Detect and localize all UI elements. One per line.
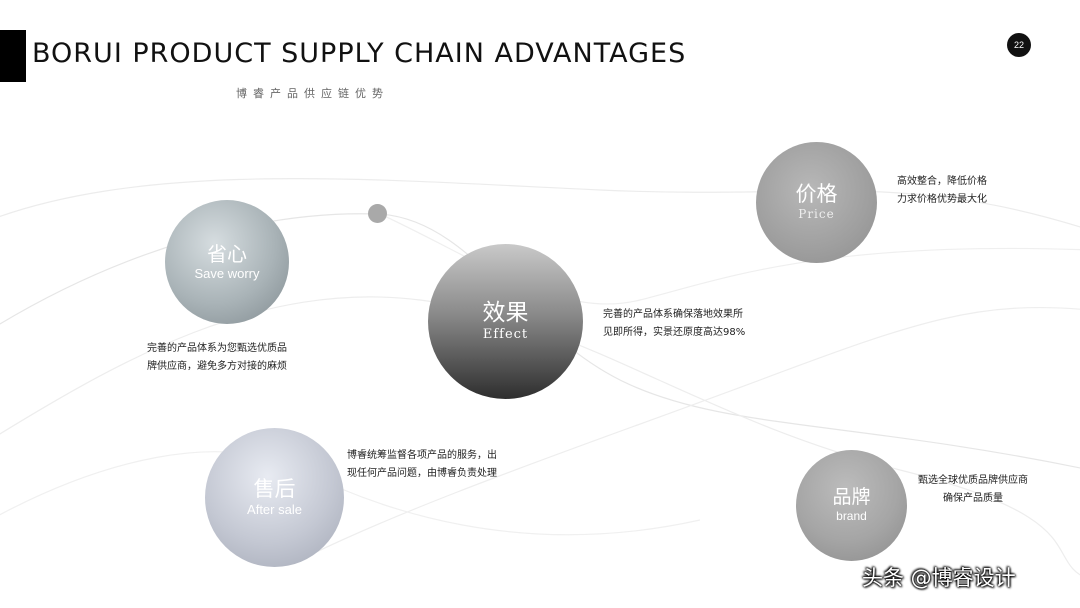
- desc-line: 现任何产品问题，由博睿负责处理: [347, 468, 497, 479]
- effect-circle: 效果 Effect: [428, 244, 583, 399]
- price-title: 价格: [795, 182, 838, 207]
- price-circle: 价格 Price: [756, 142, 877, 263]
- title-accent-bar: [0, 30, 26, 82]
- after-sale-circle: 售后 After sale: [205, 428, 344, 567]
- desc-line: 确保产品质量: [943, 493, 1003, 504]
- save-worry-title: 省心: [207, 241, 247, 266]
- save-worry-circle: 省心 Save worry: [165, 200, 289, 324]
- desc-line: 完善的产品体系为您甄选优质品: [147, 343, 287, 354]
- effect-subtitle: Effect: [482, 327, 529, 342]
- brand-subtitle: brand: [836, 509, 867, 524]
- slide-subtitle: 博睿产品供应链优势: [236, 87, 389, 100]
- brand-description: 甄选全球优质品牌供应商 确保产品质量: [918, 472, 1028, 508]
- price-subtitle: Price: [798, 207, 835, 222]
- desc-line: 甄选全球优质品牌供应商: [918, 475, 1028, 486]
- page-number-badge: 22: [1007, 33, 1031, 57]
- price-description: 高效整合，降低价格 力求价格优势最大化: [897, 173, 987, 209]
- brand-title: 品牌: [832, 486, 871, 509]
- desc-line: 完善的产品体系确保落地效果所: [603, 309, 743, 320]
- watermark-text: 头条 @博睿设计: [862, 566, 1016, 590]
- effect-title: 效果: [482, 299, 529, 326]
- desc-line: 博睿统筹监督各项产品的服务，出: [347, 450, 497, 461]
- desc-line: 力求价格优势最大化: [897, 194, 987, 205]
- after-sale-title: 售后: [253, 476, 296, 501]
- after-sale-subtitle: After sale: [247, 501, 302, 517]
- brand-circle: 品牌 brand: [796, 450, 907, 561]
- desc-line: 见即所得，实景还原度高达98%: [603, 327, 746, 338]
- after-sale-description: 博睿统筹监督各项产品的服务，出 现任何产品问题，由博睿负责处理: [347, 447, 497, 483]
- save-worry-description: 完善的产品体系为您甄选优质品 牌供应商，避免多方对接的麻烦: [147, 340, 287, 376]
- effect-description: 完善的产品体系确保落地效果所 见即所得，实景还原度高达98%: [603, 306, 745, 342]
- desc-line: 牌供应商，避免多方对接的麻烦: [147, 361, 287, 372]
- slide-title: BORUI PRODUCT SUPPLY CHAIN ADVANTAGES: [32, 38, 687, 69]
- save-worry-subtitle: Save worry: [194, 265, 260, 281]
- decorative-dot: [368, 204, 387, 223]
- desc-line: 高效整合，降低价格: [897, 176, 987, 187]
